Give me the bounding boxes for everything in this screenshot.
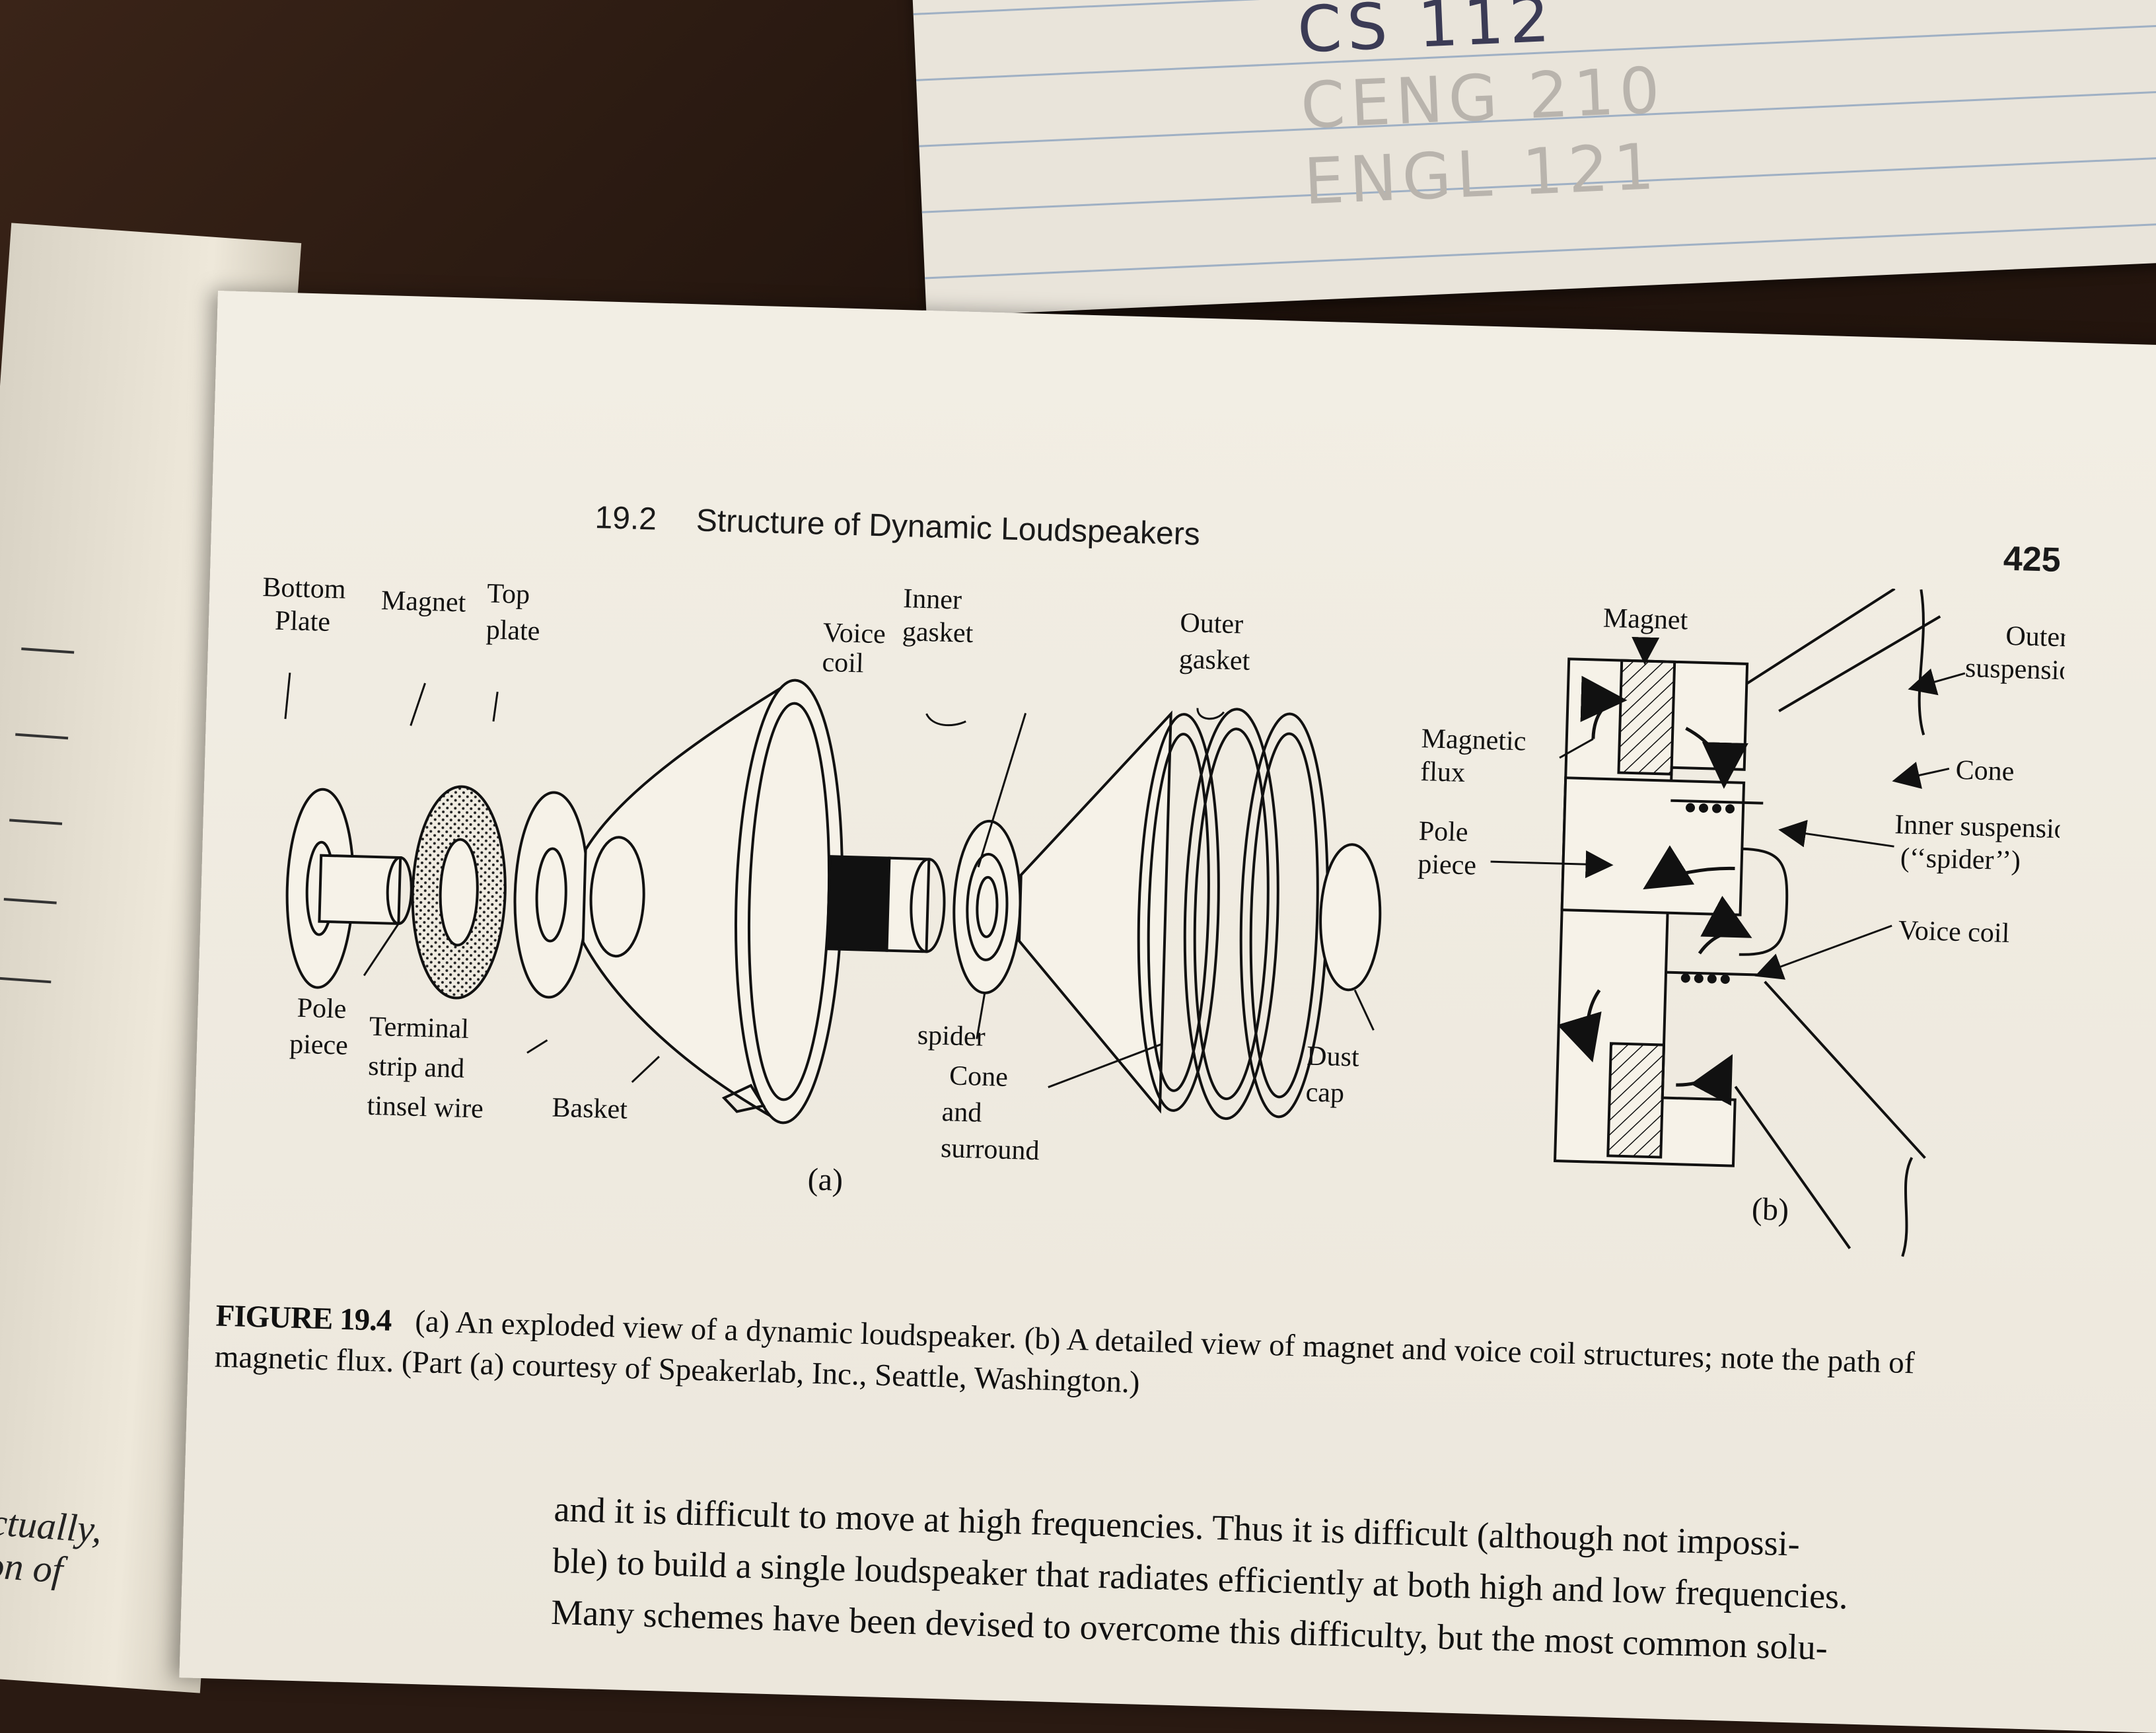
label-voice-coil-2: coil	[822, 647, 864, 679]
section-number: 19.2	[594, 500, 657, 537]
notepad-line-2: CENG 210	[1299, 53, 1667, 143]
pole-piece-b	[1560, 776, 1746, 916]
sublabel-a: (a)	[807, 1161, 844, 1197]
label-cone-1: Cone	[949, 1060, 1009, 1092]
cone-shape	[1017, 710, 1172, 1114]
dust-cap-shape	[1319, 843, 1382, 992]
label-basket: Basket	[552, 1093, 628, 1125]
label-dust-cap-2: cap	[1305, 1077, 1345, 1109]
label-top-plate-1: Top	[487, 579, 530, 610]
label-magnetic-flux-2: flux	[1420, 756, 1466, 788]
top-plate-shape	[513, 791, 589, 999]
flux-arrows	[1557, 675, 1752, 1106]
label-voice-coil-1: Voice	[822, 618, 886, 650]
label-voice-coil-b: Voice coil	[1898, 915, 2010, 949]
leader-lines-a	[284, 673, 1375, 1088]
caption-label: FIGURE 19.4	[215, 1298, 392, 1338]
label-outer-gasket-1: Outer	[1180, 608, 1244, 640]
label-cone-2: and	[941, 1097, 982, 1128]
inner-gasket-shape	[1137, 713, 1220, 1112]
label-pole-piece-2: piece	[289, 1029, 349, 1060]
label-dust-cap-1: Dust	[1307, 1041, 1360, 1072]
exploded-view	[285, 679, 1382, 1125]
label-pole-piece-b-2: piece	[1418, 849, 1477, 881]
figure-19-4: Bottom Plate Magnet Top plate Inner gask…	[230, 543, 2087, 1340]
label-bottom-plate-2: Plate	[274, 606, 330, 638]
label-inner-gasket-1: Inner	[903, 583, 962, 615]
magnet-bottom-b	[1606, 1042, 1666, 1159]
cross-section-view	[1553, 587, 1941, 1257]
voice-coil-shape	[826, 855, 891, 952]
label-inner-suspension-2: (‘‘spider’’)	[1900, 842, 2021, 876]
label-top-plate-2: plate	[485, 615, 540, 647]
label-magnet-a: Magnet	[380, 585, 466, 618]
sublabel-b: (b)	[1751, 1191, 1789, 1228]
label-inner-suspension-1: Inner suspension	[1894, 809, 2067, 845]
label-magnet-b: Magnet	[1602, 603, 1688, 636]
label-terminal-1: Terminal	[369, 1012, 469, 1045]
spider-shape	[952, 819, 1022, 994]
label-terminal-3: tinsel wire	[367, 1091, 484, 1125]
label-inner-gasket-2: gasket	[902, 616, 974, 649]
page-number: 425	[2003, 539, 2062, 580]
section-title: Structure of Dynamic Loudspeakers	[696, 503, 1201, 552]
label-pole-piece-1: Pole	[297, 993, 347, 1025]
voice-coil-windings-b	[1680, 803, 1735, 984]
notepad-line-1: CS 112	[1295, 0, 1557, 67]
labels-b: Magnet Outer suspension Magnetic flux Co…	[1418, 603, 2087, 1228]
label-cone-3: surround	[941, 1133, 1040, 1166]
notepad: CS 112 CENG 210 ENGL 121	[912, 0, 2156, 317]
label-pole-piece-b-1: Pole	[1418, 816, 1468, 848]
label-outer-suspension-1: Outer	[2005, 621, 2066, 653]
leader-lines-b	[1490, 636, 1966, 980]
book-page: 19.2 Structure of Dynamic Loudspeakers 42…	[179, 291, 2156, 1733]
label-bottom-plate-1: Bottom	[262, 572, 347, 605]
label-outer-suspension-2: suspension	[1964, 653, 2066, 686]
label-terminal-2: strip and	[368, 1051, 465, 1084]
body-text: and it is difficult to move at high freq…	[550, 1483, 2034, 1679]
labels-a: Bottom Plate Magnet Top plate Inner gask…	[262, 572, 1360, 1198]
notepad-line-3: ENGL 121	[1302, 129, 1661, 219]
label-outer-gasket-2: gasket	[1178, 644, 1250, 677]
label-spider: spider	[917, 1020, 986, 1052]
magnet-top-b	[1617, 659, 1676, 776]
label-cone-b: Cone	[1955, 755, 2015, 787]
left-page-text-2: tion of	[0, 1541, 65, 1592]
label-magnetic-flux-1: Magnetic	[1421, 723, 1527, 756]
running-header: 19.2 Structure of Dynamic Loudspeakers	[594, 499, 1201, 553]
pole-piece-shape	[318, 854, 402, 926]
left-page-text-1: Actually,	[0, 1498, 104, 1551]
figure-drawing: Bottom Plate Magnet Top plate Inner gask…	[262, 572, 2087, 1257]
